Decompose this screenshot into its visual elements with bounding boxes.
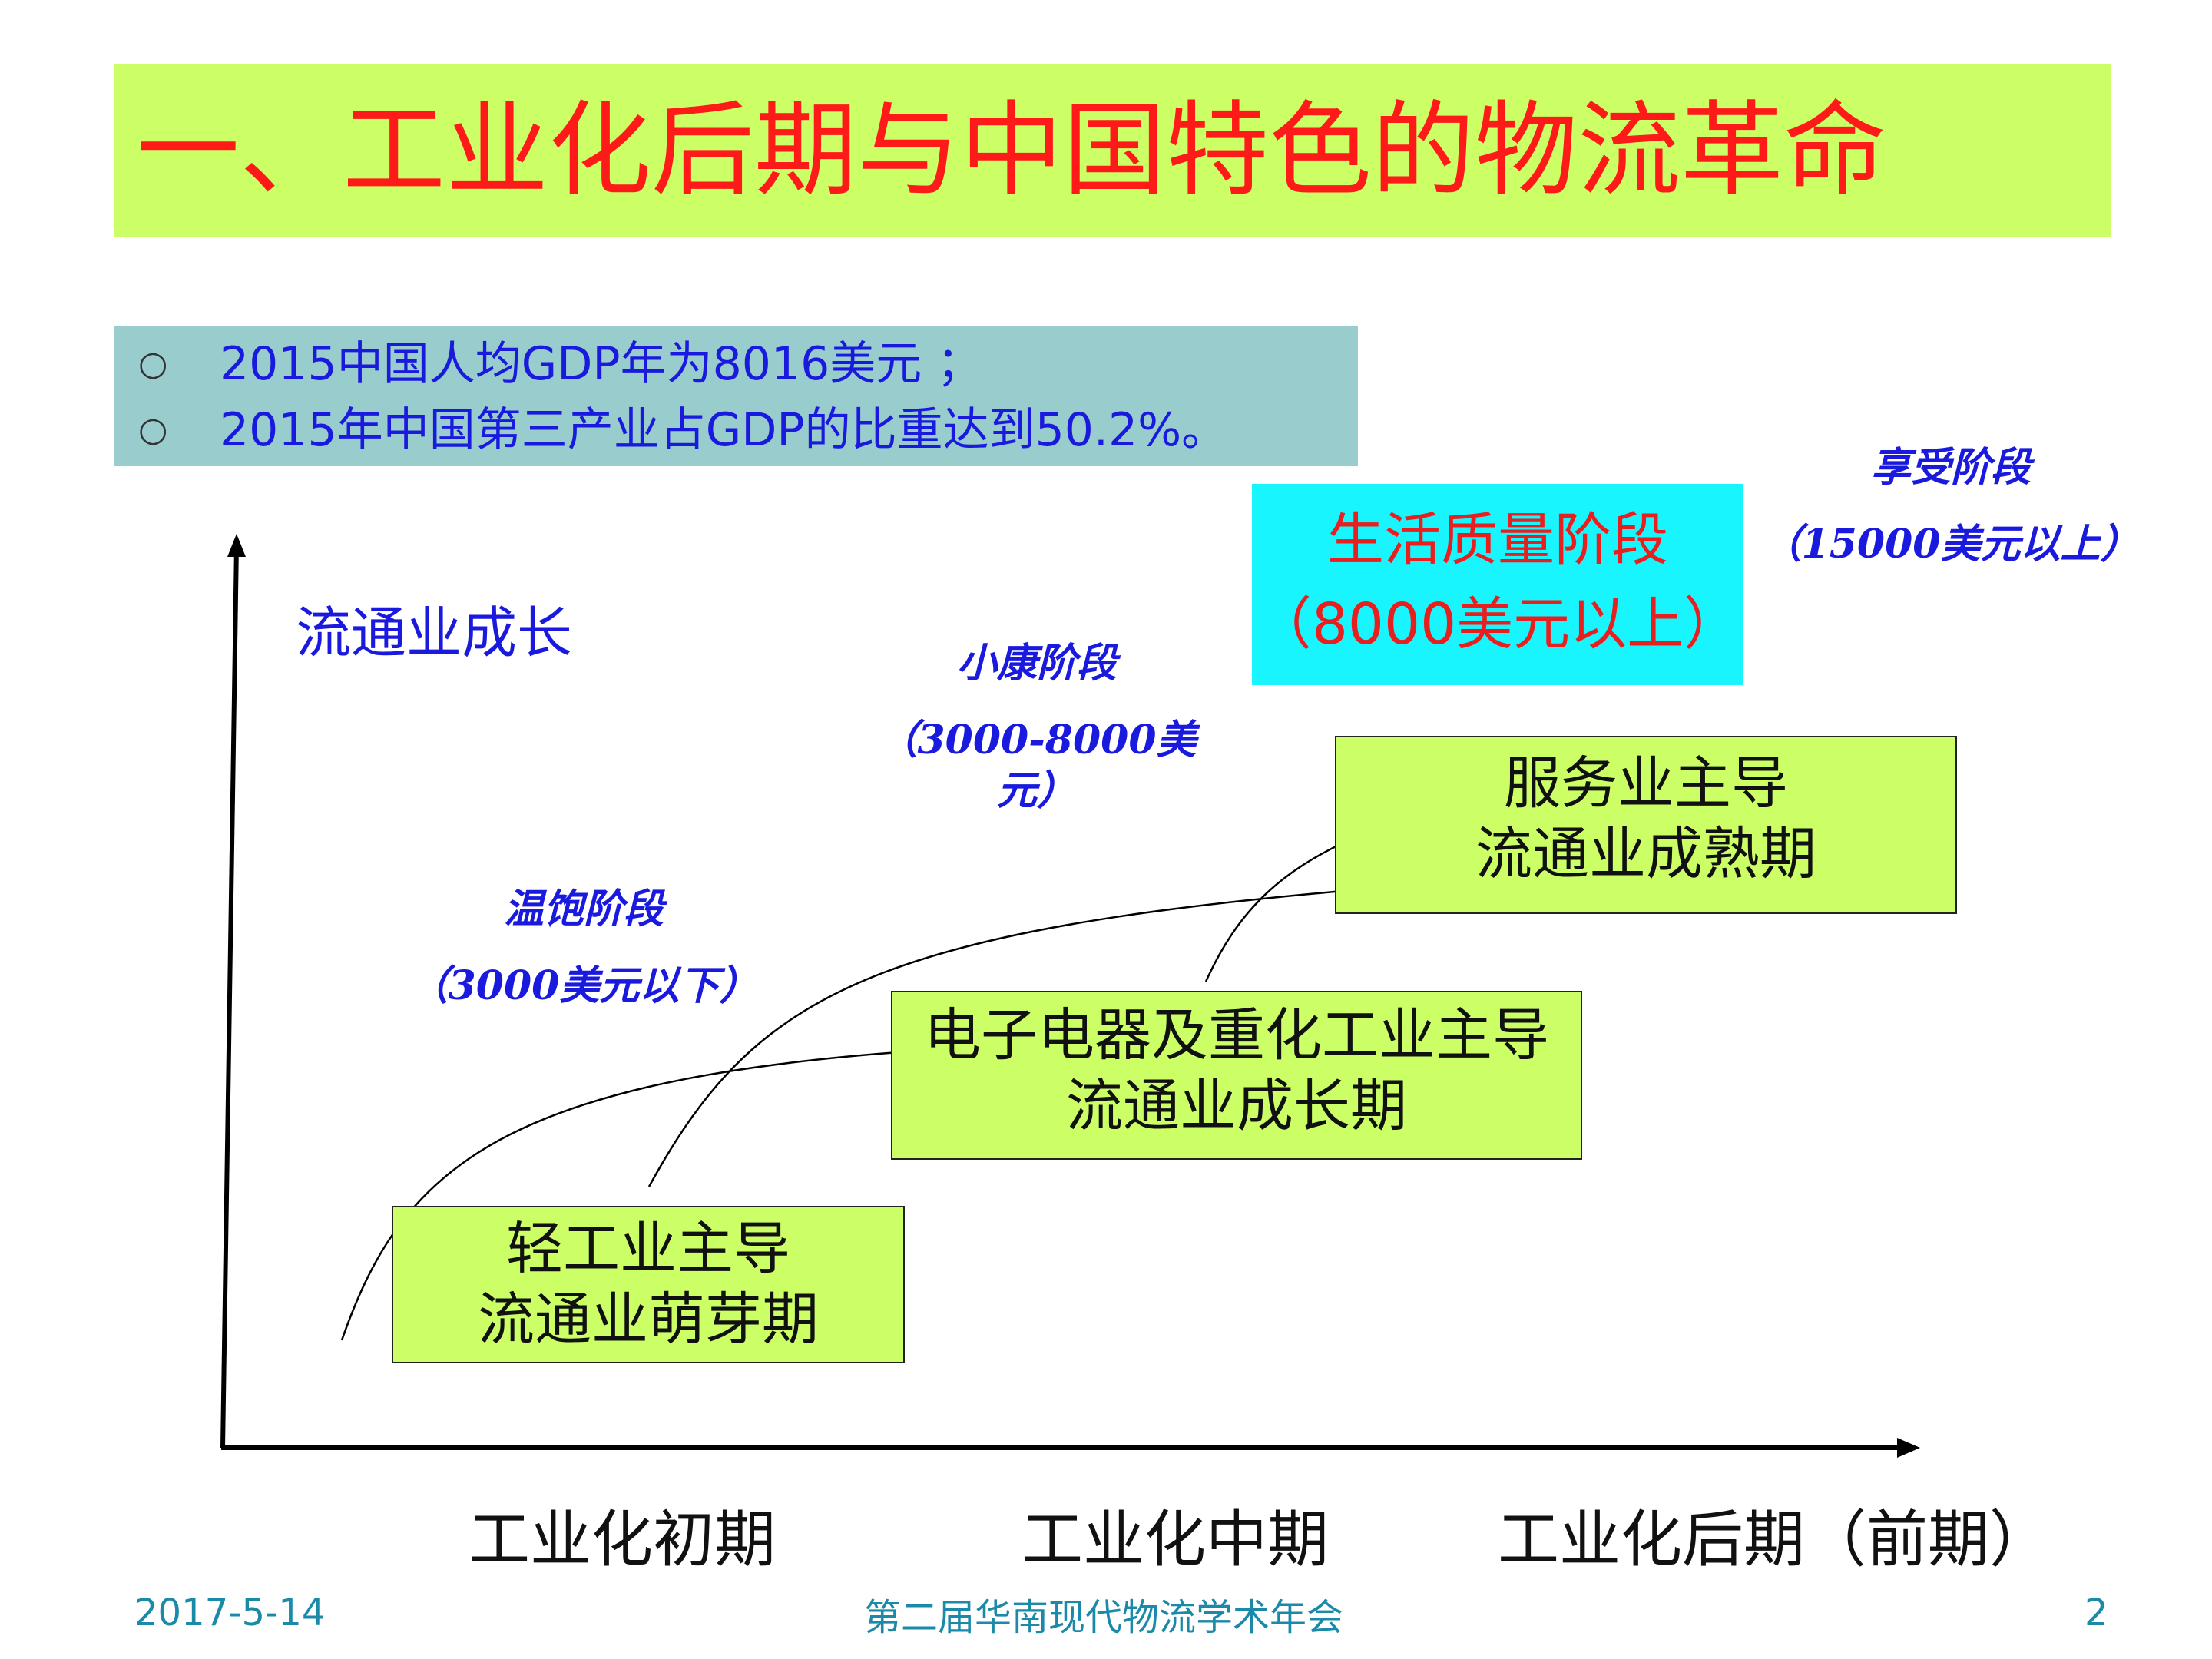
stage-range: （15000美元以上） <box>1761 521 2141 568</box>
box-line: 流通业成长期 <box>1066 1073 1407 1139</box>
bullet-icon: ○ <box>138 344 168 383</box>
x-label-early: 工业化初期 <box>469 1504 776 1575</box>
x-label-late: 工业化后期（前期） <box>1498 1504 2051 1575</box>
page-title: 一、工业化后期与中国特色的物流革命 <box>137 91 1887 210</box>
stage-range: （3000-8000美 <box>877 717 1197 763</box>
footer-date: 2017-5-14 <box>134 1591 326 1634</box>
stage-range: 元） <box>996 767 1077 814</box>
stage-range: （8000美元以上） <box>1254 591 1741 657</box>
footer-conference: 第二届华南现代物流学术年会 <box>864 1596 1344 1639</box>
stage-wenbao: 温饱阶段 （3000美元以下） <box>369 883 799 1012</box>
box-line: 流通业成熟期 <box>1475 821 1816 887</box>
box-service-industry: 服务业主导 流通业成熟期 <box>1335 736 1957 914</box>
title-bar: 一、工业化后期与中国特色的物流革命 <box>114 64 2111 237</box>
growth-curve-2 <box>647 878 1491 1187</box>
y-axis-arrow <box>227 534 246 557</box>
stage-range: （3000美元以下） <box>408 962 760 1009</box>
stage-shenghuo: 生活质量阶段 （8000美元以上） <box>1252 484 1743 685</box>
stage-xiangshou: 享受阶段 （15000美元以上） <box>1743 442 2158 571</box>
stage-name: 生活质量阶段 <box>1327 507 1668 573</box>
x-axis-arrow <box>1897 1438 1920 1458</box>
y-axis-label: 流通业成长 <box>296 601 573 665</box>
box-line: 服务业主导 <box>1504 750 1788 816</box>
stage-xiaokang: 小康阶段 （3000-8000美 元） <box>853 637 1221 817</box>
growth-curve-1 <box>340 1051 899 1341</box>
box-line: 电子电器及重化工业主导 <box>924 1002 1549 1068</box>
stage-name: 享受阶段 <box>1870 444 2031 491</box>
info-text: 2015年中国第三产业占GDP的比重达到50.2%。 <box>220 403 1228 457</box>
page-number: 2 <box>2085 1591 2108 1634</box>
box-line: 轻工业主导 <box>506 1216 790 1282</box>
x-label-mid: 工业化中期 <box>1022 1504 1329 1575</box>
stage-name: 小康阶段 <box>956 640 1117 687</box>
info-text: 2015中国人均GDP年为8016美元 ； <box>220 337 983 391</box>
stage-name: 温饱阶段 <box>503 886 664 932</box>
box-light-industry: 轻工业主导 流通业萌芽期 <box>392 1206 905 1363</box>
box-line: 流通业萌芽期 <box>478 1286 819 1353</box>
bullet-icon: ○ <box>138 410 168 449</box>
y-axis <box>220 545 239 1449</box>
box-heavy-industry: 电子电器及重化工业主导 流通业成长期 <box>891 991 1582 1160</box>
info-box: ○ 2015中国人均GDP年为8016美元 ； ○ 2015年中国第三产业占GD… <box>114 326 1358 466</box>
